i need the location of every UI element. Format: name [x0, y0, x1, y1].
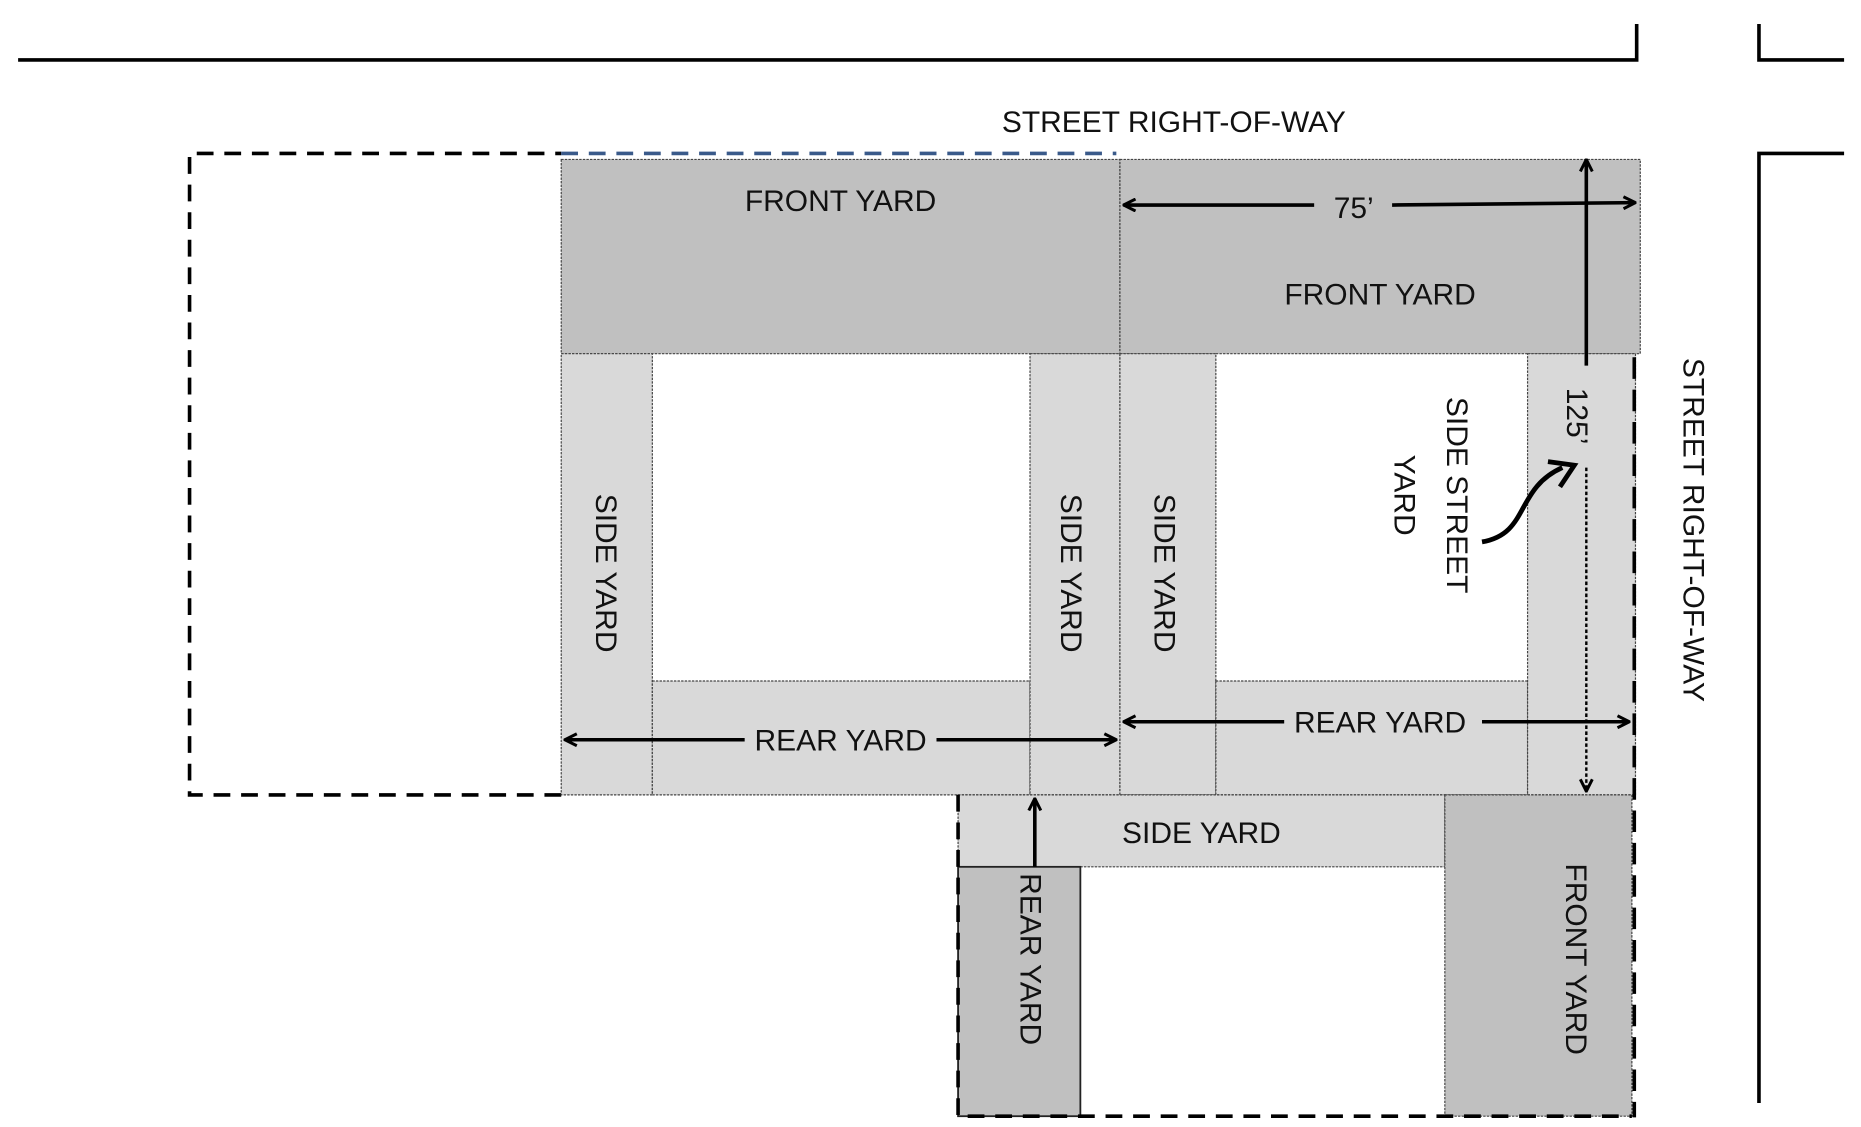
front-yard-left-area [560, 158, 1121, 355]
side-street-yard-pointer [1481, 465, 1564, 545]
front-yard-right-area [1119, 158, 1641, 355]
pointer-head-icon [1547, 459, 1579, 489]
depth-dimension: 125’ [1560, 388, 1593, 445]
street-edge-top-right [1757, 23, 1845, 62]
rear-yard-right-area [1215, 680, 1529, 796]
side-street-yard-label-1: SIDE STREET [1440, 397, 1473, 594]
front-yard-bottom-label: FRONT YARD [1559, 863, 1592, 1055]
side-yard-1-label: SIDE YARD [589, 494, 622, 653]
rear-yard-left-label: REAR YARD [755, 725, 927, 758]
side-yard-bottom-label: SIDE YARD [1122, 817, 1281, 850]
street-edge-top [18, 23, 1639, 62]
side-street-yard-label-2: YARD [1387, 455, 1420, 536]
lot-line-left [187, 151, 562, 797]
width-dimension: 75’ [1334, 192, 1374, 225]
street-edge-right [1757, 151, 1845, 1104]
front-yard-bottom-area [1444, 794, 1633, 1117]
rear-yard-right-label: REAR YARD [1294, 707, 1466, 740]
rear-yard-bottom-area [957, 865, 1082, 1118]
front-yard-right-label: FRONT YARD [1284, 279, 1476, 312]
front-yard-left-label: FRONT YARD [745, 185, 936, 218]
side-yard-1-area [560, 353, 653, 796]
side-yard-3-label: SIDE YARD [1148, 494, 1181, 653]
street-top-label: STREET RIGHT-OF-WAY [1002, 106, 1346, 139]
side-yard-2-label: SIDE YARD [1054, 494, 1087, 653]
width-arrow-b [1392, 203, 1635, 205]
street-right-label: STREET RIGHT-OF-WAY [1676, 358, 1709, 702]
rear-yard-bottom-label: REAR YARD [1013, 873, 1046, 1045]
